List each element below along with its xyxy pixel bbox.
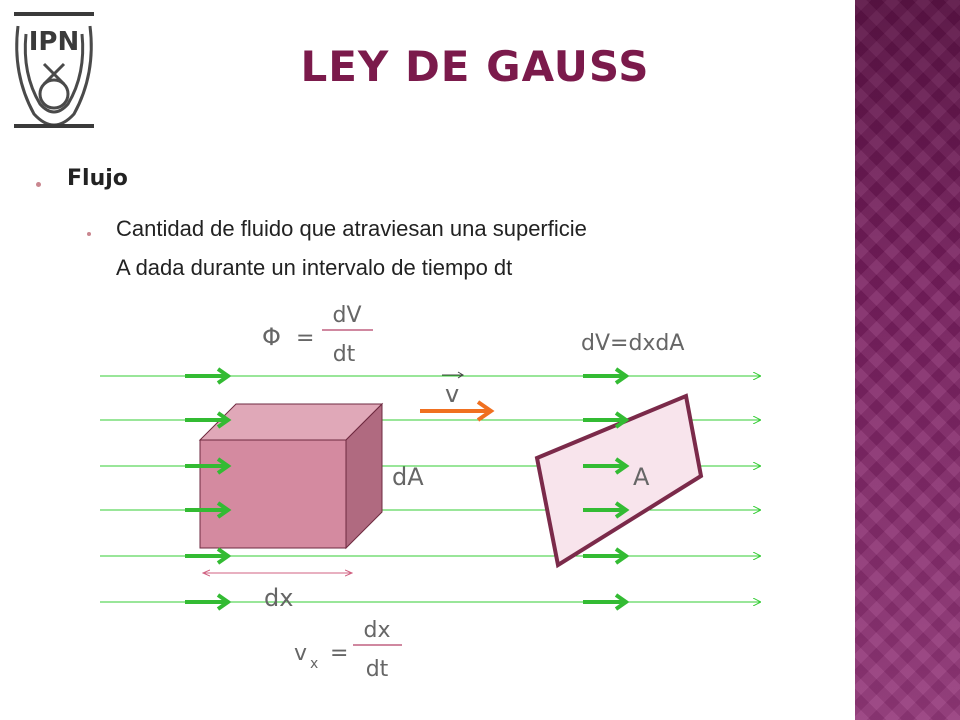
field-arrows-right	[583, 367, 630, 611]
flux-denominator: dt	[333, 342, 356, 367]
field-arrow-icon	[185, 501, 232, 519]
decorative-side-panel	[855, 0, 960, 720]
vx-denominator: dt	[366, 657, 389, 682]
vx-subscript: x	[310, 656, 318, 672]
field-arrows-left	[185, 367, 232, 611]
area-element-label: dA	[392, 463, 424, 491]
area-label: A	[633, 463, 650, 491]
flux-equals: =	[296, 326, 314, 351]
field-arrow-icon	[583, 501, 630, 519]
field-arrow-icon	[583, 593, 630, 611]
bullet-icon	[36, 182, 41, 187]
field-arrow-icon	[185, 547, 232, 565]
phi-symbol: Φ	[262, 323, 281, 351]
bullet-definition-line1: Cantidad de fluido que atraviesan una su…	[116, 216, 587, 241]
field-arrow-icon	[185, 457, 232, 475]
field-arrow-icon	[185, 593, 232, 611]
volume-cube	[198, 402, 384, 550]
surface-A	[534, 393, 704, 569]
velocity-label: v	[445, 380, 459, 408]
bullet-definition-line2: A dada durante un intervalo de tiempo dt	[116, 255, 513, 280]
cube-front-face	[199, 439, 347, 549]
vx-numerator: dx	[364, 618, 391, 643]
field-arrow-icon	[583, 547, 630, 565]
dx-label: dx	[264, 584, 293, 612]
slide-title: LEY DE GAUSS	[300, 42, 650, 91]
vx-symbol: v	[294, 641, 307, 666]
logo-text: IPN	[29, 27, 80, 57]
bullet-flujo: Flujo	[67, 166, 128, 191]
bullet-icon	[87, 232, 91, 236]
field-arrow-icon	[583, 367, 630, 385]
field-arrow-icon	[583, 457, 630, 475]
velocity-arrow-icon	[420, 400, 495, 422]
volume-equation: dV=dxdA	[581, 331, 684, 356]
field-arrow-icon	[185, 367, 232, 385]
vector-overline-tip	[457, 371, 464, 379]
vx-equals: =	[330, 641, 348, 666]
field-arrow-icon	[583, 411, 630, 429]
flux-numerator: dV	[332, 303, 361, 328]
field-arrow-icon	[185, 411, 232, 429]
ipn-logo-icon: IPN	[14, 12, 94, 128]
flux-diagram: Φ = dV dt dV=dxdA v dA A dx v x = dx dt	[100, 303, 855, 682]
